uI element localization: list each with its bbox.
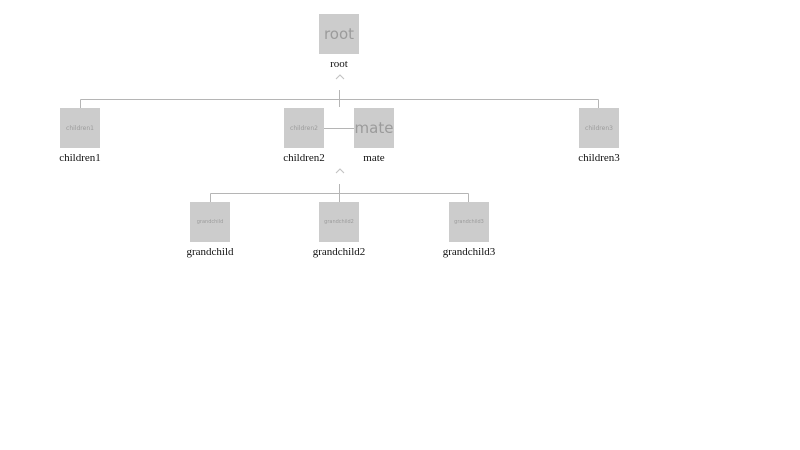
node-children1-box[interactable]: children1: [60, 108, 100, 148]
node-root-label: root: [330, 58, 348, 70]
node-grandchild2[interactable]: grandchild2 grandchild2: [313, 202, 365, 258]
root-collapse-toggle[interactable]: [330, 72, 350, 82]
node-grandchild2-box-text: grandchild2: [324, 219, 354, 225]
node-children2-box-text: children2: [290, 124, 318, 132]
node-grandchild2-label: grandchild2: [312, 246, 366, 258]
node-grandchild3-box-text: grandchild3: [454, 219, 484, 225]
node-grandchild3-label: grandchild3: [442, 246, 496, 258]
node-children1-label: children1: [59, 152, 101, 164]
node-children3[interactable]: children3 children3: [578, 108, 620, 164]
node-root-box[interactable]: root: [319, 14, 359, 54]
node-mate-box-text: mate: [354, 119, 394, 137]
node-children3-label: children3: [578, 152, 620, 164]
node-children3-box-text: children3: [585, 124, 613, 132]
node-children3-box[interactable]: children3: [579, 108, 619, 148]
node-root-box-text: root: [323, 25, 355, 43]
node-grandchild3[interactable]: grandchild3 grandchild3: [443, 202, 495, 258]
chevron-up-icon: [335, 74, 345, 80]
node-mate[interactable]: mate mate: [354, 108, 394, 164]
node-mate-box[interactable]: mate: [354, 108, 394, 148]
node-children1[interactable]: children1 children1: [59, 108, 101, 164]
node-mate-label: mate: [363, 152, 385, 164]
node-children2-label: children2: [283, 152, 325, 164]
chevron-up-icon: [335, 168, 345, 174]
node-children1-box-text: children1: [66, 124, 94, 132]
node-grandchild-box-text: grandchild: [196, 219, 224, 225]
node-grandchild-box[interactable]: grandchild: [190, 202, 230, 242]
node-children2[interactable]: children2 children2: [283, 108, 325, 164]
node-grandchild-label: grandchild: [186, 246, 234, 258]
node-children2-box[interactable]: children2: [284, 108, 324, 148]
node-grandchild[interactable]: grandchild grandchild: [186, 202, 234, 258]
node-grandchild3-box[interactable]: grandchild3: [449, 202, 489, 242]
node-root[interactable]: root root: [319, 14, 359, 70]
children2-collapse-toggle[interactable]: [330, 166, 350, 176]
node-grandchild2-box[interactable]: grandchild2: [319, 202, 359, 242]
